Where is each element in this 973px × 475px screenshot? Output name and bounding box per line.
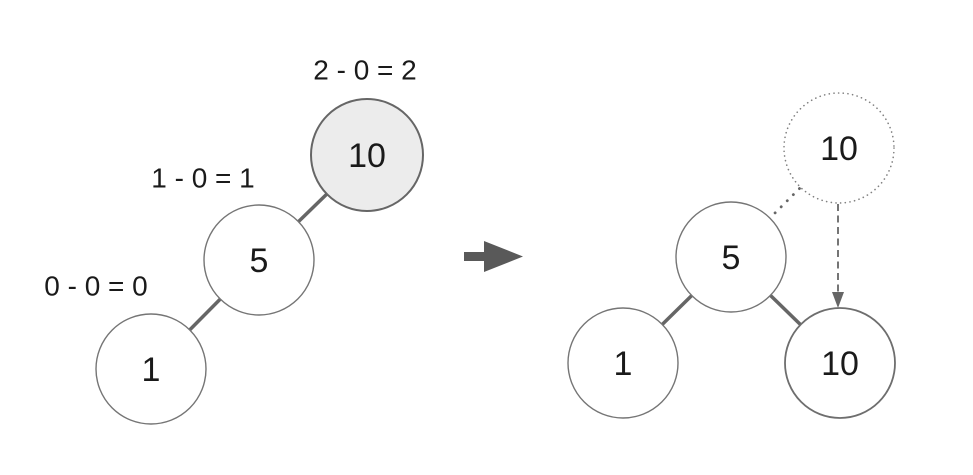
ghost-node-10-label: 10 xyxy=(820,130,858,168)
balance-factor-label-node10: 2 - 0 = 2 xyxy=(313,55,417,86)
ghost-node-10-circle xyxy=(783,92,895,204)
node-1-label: 1 xyxy=(142,351,161,389)
tree-after: 10 1 5 10 xyxy=(567,92,896,419)
node-5-label: 5 xyxy=(250,242,269,280)
node-5-circle xyxy=(675,201,787,313)
node-1-circle xyxy=(95,313,207,425)
node-5-label: 5 xyxy=(722,239,741,277)
node-1-circle xyxy=(567,307,679,419)
node-1-label: 1 xyxy=(614,345,633,383)
node-10-circle-highlighted xyxy=(310,98,424,212)
right-arrow-icon xyxy=(464,241,523,272)
tree-before: 1 5 10 0 - 0 = 0 1 - 0 = 1 2 - 0 = 2 xyxy=(44,55,424,425)
node-10-circle xyxy=(784,307,896,419)
move-arrowhead-icon xyxy=(832,292,844,308)
node-10-label: 10 xyxy=(821,345,859,383)
node-10-label: 10 xyxy=(348,137,386,175)
detached-edge-dotted xyxy=(767,185,803,221)
balance-factor-label-node1: 0 - 0 = 0 xyxy=(44,271,148,302)
node-5-circle xyxy=(203,204,315,316)
balance-factor-label-node5: 1 - 0 = 1 xyxy=(151,163,255,194)
transform-arrow xyxy=(464,241,523,272)
move-arrow xyxy=(832,204,844,308)
